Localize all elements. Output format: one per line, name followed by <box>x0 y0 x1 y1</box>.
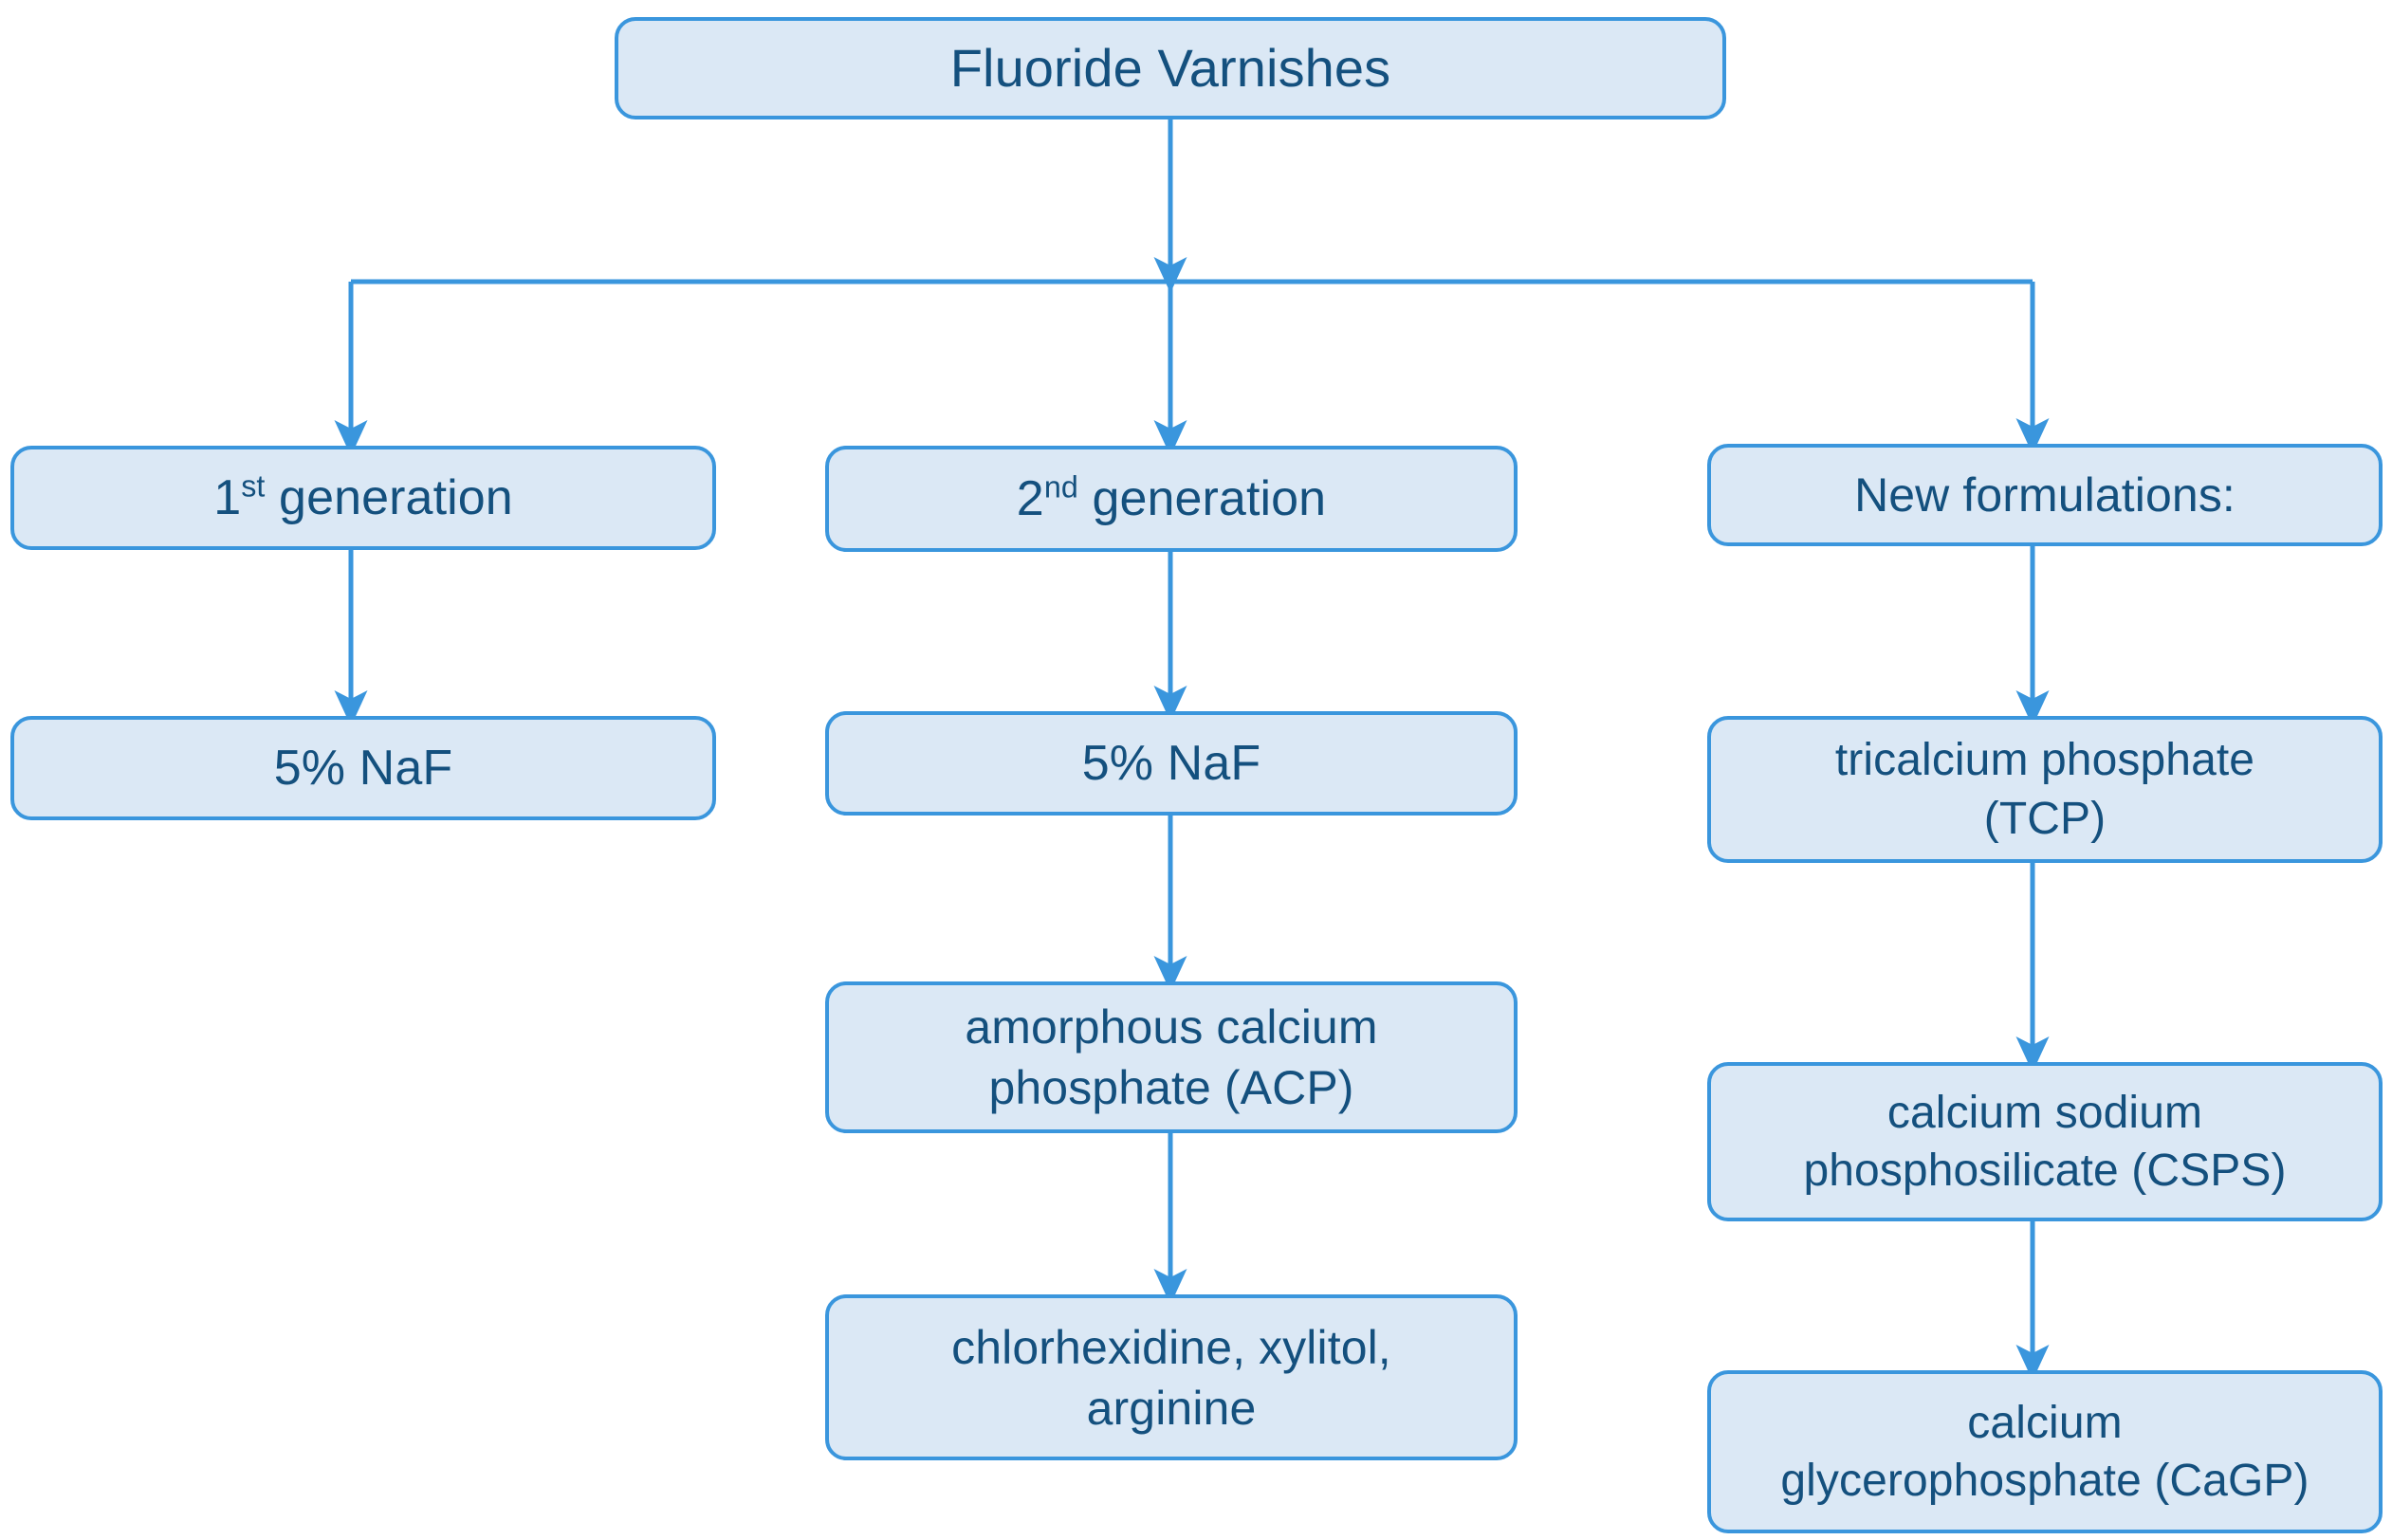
node-label-tcp-line2: (TCP) <box>1983 793 2107 844</box>
node-label-tcp-line1: tricalcium phosphate <box>1834 735 2255 786</box>
node-label-chx: chlorhexidine, xylitol, arginine <box>846 1317 1497 1439</box>
node-label-acp-line2: phosphate (ACP) <box>988 1061 1354 1114</box>
node-label-gen2-number: 2 <box>1016 470 1044 526</box>
node-label-new-formulations: New formulations: <box>1854 468 2236 522</box>
node-label-acp-line1: amorphous calcium <box>965 1000 1378 1054</box>
node-label-tcp: tricalcium phosphate (TCP) <box>1728 731 2362 848</box>
node-tricalcium-phosphate[interactable]: tricalcium phosphate (TCP) <box>1707 716 2383 863</box>
node-amorphous-calcium-phosphate[interactable]: amorphous calcium phosphate (ACP) <box>825 981 1518 1133</box>
node-label-gen1: 1st generation <box>31 467 695 530</box>
node-label-gen2-ordinal-suffix: nd <box>1043 469 1078 504</box>
node-calcium-glycerophosphate[interactable]: calcium glycerophosphate (CaGP) <box>1707 1370 2383 1533</box>
node-first-generation[interactable]: 1st generation <box>10 446 716 550</box>
node-label-cagp-line1: calcium <box>1967 1397 2123 1448</box>
node-label-gen1-ordinal-suffix: st <box>241 468 266 504</box>
node-new-formulations[interactable]: New formulations: <box>1707 444 2383 546</box>
node-label-gen2-tail: generation <box>1077 470 1327 526</box>
node-label-gen2: 2nd generation <box>846 468 1497 531</box>
node-label-gen1-number: 1 <box>213 469 242 525</box>
node-naf-second-generation[interactable]: 5% NaF <box>825 711 1518 816</box>
node-label-cagp: calcium glycerophosphate (CaGP) <box>1728 1394 2362 1511</box>
node-label-cagp-line2: glycerophosphate (CaGP) <box>1780 1456 2309 1506</box>
node-label-chx-line1: chlorhexidine, xylitol, <box>951 1320 1391 1374</box>
node-fluoride-varnishes[interactable]: Fluoride Varnishes <box>615 17 1726 119</box>
node-calcium-sodium-phosphosilicate[interactable]: calcium sodium phosphosilicate (CSPS) <box>1707 1062 2383 1221</box>
node-label-root: Fluoride Varnishes <box>949 38 1391 99</box>
node-label-csps-line2: phosphosilicate (CSPS) <box>1803 1146 2287 1196</box>
node-label-chx-line2: arginine <box>1086 1381 1257 1435</box>
node-naf-first-generation[interactable]: 5% NaF <box>10 716 716 820</box>
node-second-generation[interactable]: 2nd generation <box>825 446 1518 552</box>
node-label-csps: calcium sodium phosphosilicate (CSPS) <box>1728 1084 2362 1201</box>
node-label-naf2: 5% NaF <box>1081 735 1261 791</box>
node-label-csps-line1: calcium sodium <box>1886 1087 2203 1138</box>
node-label-gen1-tail: generation <box>265 469 513 525</box>
node-label-acp: amorphous calcium phosphate (ACP) <box>846 997 1497 1118</box>
node-chlorhexidine-xylitol-arginine[interactable]: chlorhexidine, xylitol, arginine <box>825 1294 1518 1460</box>
node-label-naf1: 5% NaF <box>273 740 453 796</box>
